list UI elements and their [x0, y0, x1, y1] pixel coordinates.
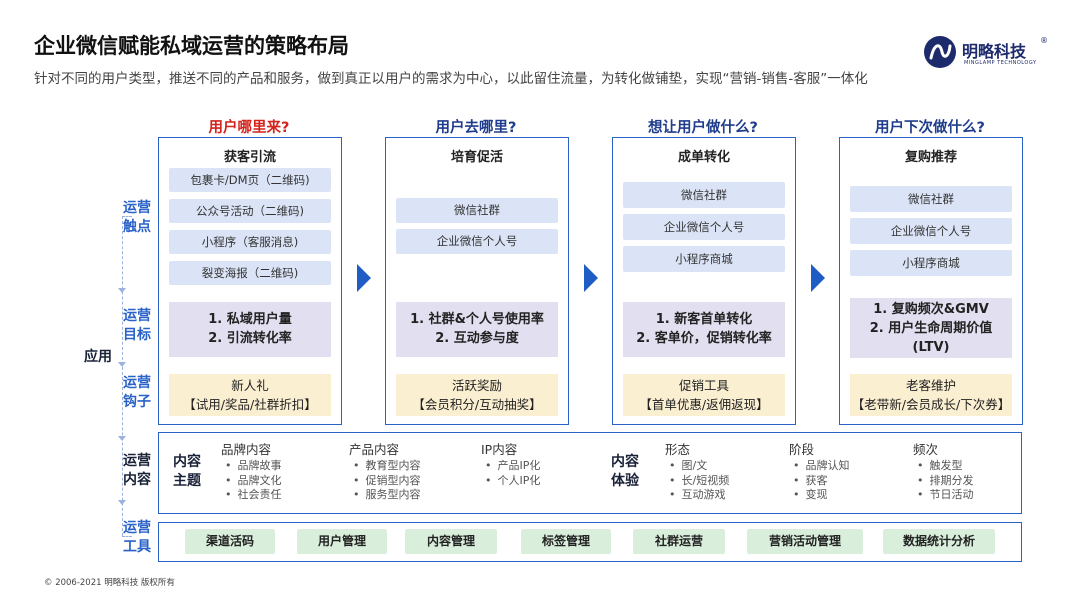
logo-name: 明略科技: [962, 42, 1027, 61]
content-experience-label: 内容体验: [611, 454, 639, 489]
tool-chip: 标签管理: [521, 529, 611, 554]
flow-dashed-tick: [122, 216, 132, 217]
flow-arrow-icon: [118, 362, 126, 367]
flow-arrow-icon: [118, 436, 126, 441]
tool-chip: 内容管理: [405, 529, 497, 554]
touchpoint-chip: 微信社群: [396, 198, 558, 223]
stage-title: 成单转化: [677, 150, 730, 165]
stage-title: 复购推荐: [904, 150, 957, 165]
touchpoint-chip: 小程序（客服消息): [169, 230, 331, 254]
stage-card-acquisition: 获客引流 包裹卡/DM页（二维码) 公众号活动（二维码) 小程序（客服消息) 裂…: [158, 137, 342, 425]
hook-box: 促销工具【首单优惠/返佣返现】: [623, 374, 785, 416]
page-title: 企业微信赋能私域运营的策略布局: [34, 34, 349, 58]
content-group-list: 品牌故事品牌文化社会责任: [225, 459, 282, 503]
page-subtitle: 针对不同的用户类型，推送不同的产品和服务，做到真正以用户的需求为中心，以此留住流…: [34, 71, 868, 87]
touchpoint-chip: 包裹卡/DM页（二维码): [169, 168, 331, 192]
logo-registered-mark: ®: [1040, 36, 1048, 45]
content-group-list: 品牌认知获客变现: [793, 459, 850, 503]
logo-tagline: MINGLAMP TECHNOLOGY: [964, 60, 1037, 66]
content-group-list: 教育型内容促销型内容服务型内容: [353, 459, 421, 503]
flow-dashed-tick: [122, 536, 132, 537]
stage-question: 想让用户做什么?: [648, 120, 758, 136]
touchpoint-chip: 小程序商城: [623, 246, 785, 272]
touchpoint-chip: 企业微信个人号: [396, 229, 558, 254]
touchpoint-chip: 公众号活动（二维码): [169, 199, 331, 223]
next-stage-arrow-icon: [811, 264, 825, 292]
tool-chip: 社群运营: [633, 529, 725, 554]
hook-box: 老客维护【老带新/会员成长/下次券】: [850, 374, 1012, 416]
touchpoint-chip: 小程序商城: [850, 250, 1012, 276]
brand-logo: 明略科技 ® MINGLAMP TECHNOLOGY: [922, 34, 1057, 70]
label-application: 应用: [84, 349, 112, 365]
content-group-head: 阶段: [789, 442, 815, 457]
stage-title: 培育促活: [450, 150, 503, 165]
tool-chip: 用户管理: [297, 529, 387, 554]
hook-box: 新人礼【试用/奖品/社群折扣】: [169, 374, 331, 416]
stage-question: 用户哪里来?: [208, 120, 290, 136]
content-group-head: IP内容: [481, 442, 518, 457]
tools-panel: 渠道活码 用户管理 内容管理 标签管理 社群运营 营销活动管理 数据统计分析: [158, 522, 1022, 562]
touchpoint-chip: 企业微信个人号: [623, 214, 785, 240]
flow-arrow-icon: [118, 288, 126, 293]
label-operation-hook: 运营钩子: [123, 375, 151, 410]
content-theme-label: 内容主题: [173, 454, 201, 489]
content-group-head: 频次: [913, 442, 939, 457]
tool-chip: 渠道活码: [185, 529, 275, 554]
next-stage-arrow-icon: [584, 264, 598, 292]
tool-chip: 营销活动管理: [747, 529, 863, 554]
hook-box: 活跃奖励【会员积分/互动抽奖】: [396, 374, 558, 416]
touchpoint-chip: 微信社群: [623, 182, 785, 208]
touchpoint-chip: 企业微信个人号: [850, 218, 1012, 244]
flow-arrow-icon: [118, 500, 126, 505]
content-group-list: 触发型排期分发节日活动: [917, 459, 974, 503]
label-operation-goal: 运营目标: [123, 308, 151, 343]
content-group-head: 形态: [665, 442, 691, 457]
label-operation-touchpoint: 运营触点: [123, 200, 151, 235]
flow-dashed-line: [122, 216, 123, 536]
stage-title: 获客引流: [223, 150, 276, 165]
label-operation-tools: 运营工具: [123, 520, 151, 555]
content-group-list: 图/文长/短视频互动游戏: [669, 459, 730, 503]
tool-chip: 数据统计分析: [883, 529, 995, 554]
content-group-head: 品牌内容: [221, 442, 272, 457]
stage-question: 用户去哪里?: [435, 120, 517, 136]
label-operation-content: 运营内容: [123, 453, 151, 488]
content-group-head: 产品内容: [349, 442, 400, 457]
next-stage-arrow-icon: [357, 264, 371, 292]
stage-question: 用户下次做什么?: [875, 120, 985, 136]
content-group-list: 产品IP化个人IP化: [485, 459, 541, 488]
touchpoint-chip: 微信社群: [850, 186, 1012, 212]
copyright-footer: © 2006-2021 明略科技 版权所有: [44, 578, 175, 588]
logo-mark-icon: [924, 36, 956, 68]
touchpoint-chip: 裂变海报（二维码): [169, 261, 331, 285]
